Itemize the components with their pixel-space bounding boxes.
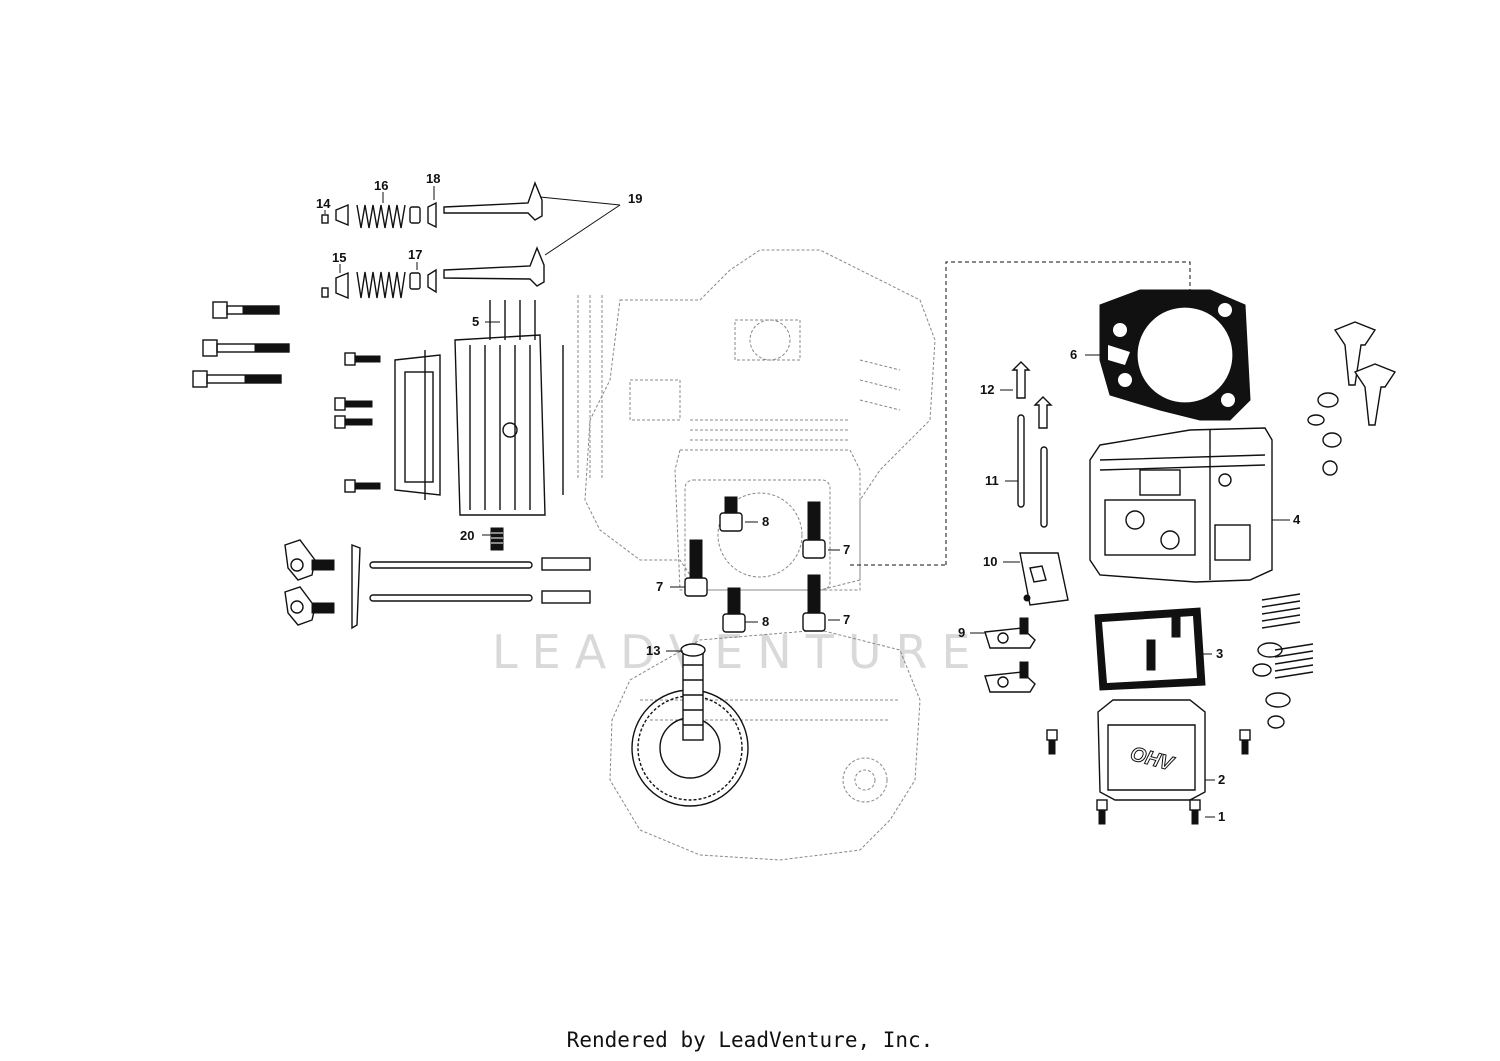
callout-14: 14 bbox=[316, 196, 331, 211]
camshaft bbox=[680, 643, 706, 741]
callout-12: 12 bbox=[980, 382, 994, 397]
callout-13: 13 bbox=[646, 643, 660, 658]
callout-7c: 7 bbox=[843, 612, 850, 627]
callout-16: 16 bbox=[374, 178, 388, 193]
callout-3: 3 bbox=[1216, 646, 1223, 661]
washer-18 bbox=[427, 201, 437, 229]
callout-5: 5 bbox=[472, 314, 479, 329]
callout-1: 1 bbox=[1218, 809, 1225, 824]
valve-19-upper bbox=[443, 181, 543, 221]
bolt bbox=[212, 301, 280, 319]
valve-assembly-upper bbox=[321, 181, 543, 229]
seal bbox=[409, 206, 421, 224]
valve-springs-right bbox=[1252, 593, 1314, 729]
engine-block bbox=[577, 249, 936, 591]
callout-8b: 8 bbox=[762, 614, 769, 629]
spring-16 bbox=[356, 204, 406, 229]
callout-4: 4 bbox=[1293, 512, 1301, 527]
head-bolt-8-lower bbox=[722, 587, 746, 633]
long-bolts-left bbox=[192, 301, 290, 388]
bolt bbox=[202, 339, 290, 357]
valve-assembly-lower bbox=[321, 246, 545, 300]
valve-lower bbox=[443, 246, 545, 287]
cover-gasket-3 bbox=[1094, 607, 1206, 691]
cylinder-head-4 bbox=[1089, 427, 1273, 583]
seal-17 bbox=[409, 272, 421, 290]
valves-right bbox=[1307, 321, 1397, 476]
callout-2: 2 bbox=[1218, 772, 1225, 787]
callout-17: 17 bbox=[408, 247, 422, 262]
callout-9: 9 bbox=[958, 625, 965, 640]
callout-7a: 7 bbox=[843, 542, 850, 557]
cylinder-head-side bbox=[394, 300, 564, 516]
keeper-14 bbox=[321, 214, 329, 224]
head-bolt-7-upper bbox=[802, 501, 826, 559]
pushrods-11 bbox=[1017, 414, 1048, 528]
callout-7b: 7 bbox=[656, 579, 663, 594]
tappets-12 bbox=[1011, 361, 1053, 429]
crankcase-sump bbox=[609, 629, 921, 861]
spring bbox=[356, 271, 406, 299]
stud-20 bbox=[490, 527, 504, 551]
cover-bolts-1 bbox=[1046, 729, 1251, 825]
callout-18: 18 bbox=[426, 171, 440, 186]
callout-11: 11 bbox=[985, 473, 999, 488]
footer-credit: Rendered by LeadVenture, Inc. bbox=[566, 1028, 934, 1052]
leader-lines bbox=[324, 186, 1290, 818]
callout-8a: 8 bbox=[762, 514, 769, 529]
callout-15: 15 bbox=[332, 250, 346, 265]
retainer bbox=[335, 203, 349, 227]
head-bolt-8-upper bbox=[719, 496, 743, 532]
callout-20: 20 bbox=[460, 528, 474, 543]
rocker-assembly-left bbox=[284, 539, 591, 630]
valve-cover-2: OHV bbox=[1097, 699, 1206, 801]
callout-labels: 1 2 3 4 5 6 7 7 7 8 8 9 10 11 12 13 14 1… bbox=[316, 171, 1301, 824]
head-bolts-center bbox=[684, 496, 826, 633]
head-bolt-7-lower bbox=[802, 574, 826, 632]
head-gasket-6 bbox=[1099, 289, 1251, 421]
callout-10: 10 bbox=[983, 554, 997, 569]
retainer bbox=[335, 271, 349, 300]
guide-plate-10 bbox=[1019, 552, 1069, 606]
callout-19: 19 bbox=[628, 191, 642, 206]
head-bolt-7-left bbox=[684, 539, 708, 597]
keeper-15 bbox=[321, 287, 329, 298]
short-bolts-left bbox=[334, 352, 381, 493]
rocker-arms-9 bbox=[984, 617, 1036, 693]
washer bbox=[427, 268, 437, 294]
bolt bbox=[192, 370, 282, 388]
watermark: LEADVENTURE bbox=[492, 625, 985, 679]
callout-6: 6 bbox=[1070, 347, 1077, 362]
